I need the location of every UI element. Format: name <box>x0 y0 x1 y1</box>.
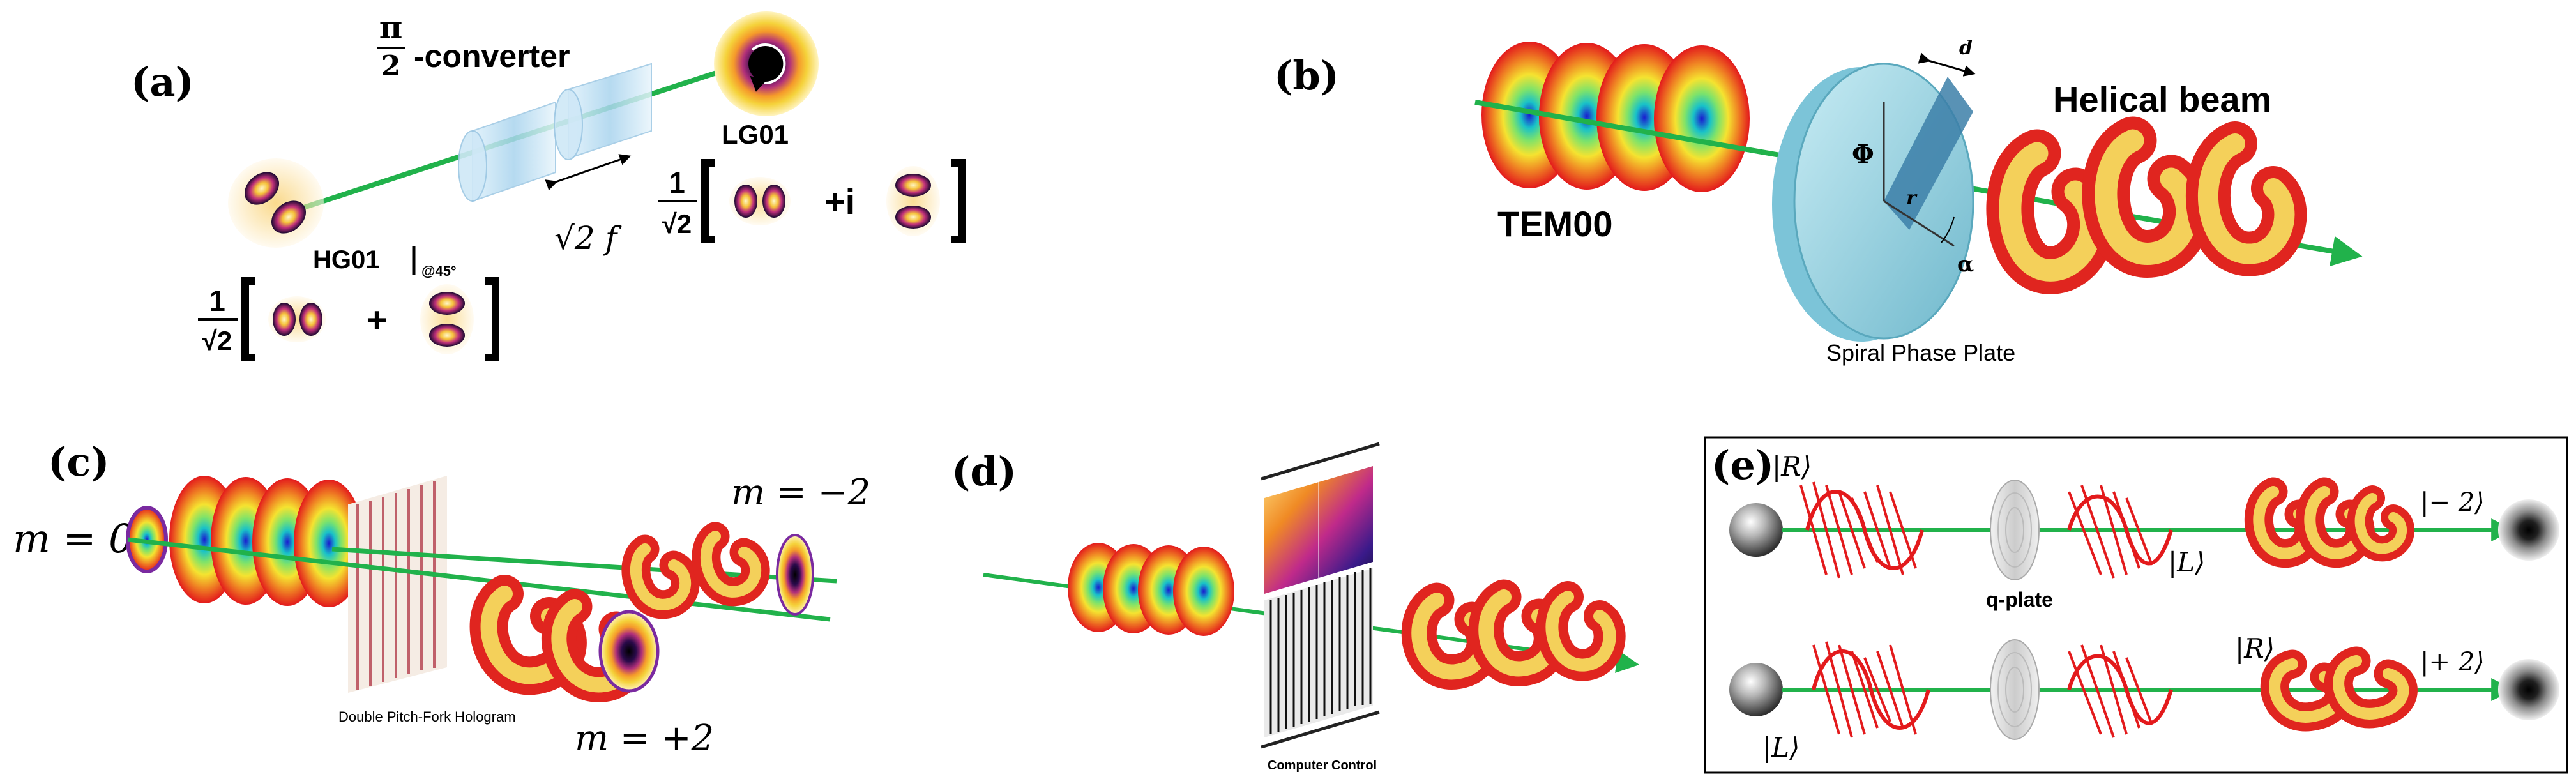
hologram-caption: Double Pitch-Fork Hologram <box>338 709 516 725</box>
panel-a: (a) π 2 -converter √2 f LG01 <box>131 8 966 361</box>
circular-polarization-l-bottom <box>1812 641 1930 738</box>
ket-L-bottom: |L⟩ <box>1762 732 1799 763</box>
circular-polarization-r-top <box>1799 481 1924 579</box>
pi-numerator: π <box>379 8 403 46</box>
plate-caption: Spiral Phase Plate <box>1826 340 2015 366</box>
q-plate-bottom <box>1990 639 2040 740</box>
panel-a-label: (a) <box>131 59 194 105</box>
tem00-label: TEM00 <box>1497 204 1613 244</box>
hg01-label: HG01 <box>313 246 380 274</box>
cylindrical-lens-2 <box>554 63 652 160</box>
lg01-label: LG01 <box>722 119 789 149</box>
output-mode-plus2 <box>598 610 660 693</box>
m-plus2-label: m = +2 <box>575 718 714 759</box>
helical-beam-b <box>1986 116 2307 294</box>
panel-e-label: (e) <box>1711 442 1774 488</box>
panel-c-label: (c) <box>48 439 109 485</box>
hg01-mode-profile <box>228 158 324 248</box>
alpha-label: α <box>1957 252 1974 277</box>
plus-sign: + <box>367 299 388 340</box>
tem00-beam-c <box>169 476 364 607</box>
spiral-phase-plate <box>1772 63 1974 342</box>
pi-denominator: 2 <box>381 50 401 82</box>
phi-label: Φ <box>1852 139 1874 169</box>
frac-sqrt2-2: √2 <box>662 209 692 239</box>
panel-e-frame <box>1704 436 2568 774</box>
output-donut-plus2 <box>2498 659 2559 720</box>
sqrt2-f-label: √2 f <box>554 220 622 257</box>
hg-superposition-equation: 1 √2 + <box>198 277 499 361</box>
helical-beam-e-bottom <box>2260 646 2418 732</box>
circular-polarization-l-mid <box>2067 485 2173 579</box>
m0-label: m = 0 <box>13 515 134 562</box>
plus-i-sign: +i <box>824 181 855 222</box>
input-gaussian-bottom <box>1729 663 1783 716</box>
lg-superposition-equation: 1 √2 +i <box>658 159 966 243</box>
control-caption: Computer Control <box>1268 759 1377 773</box>
helical-beam-d <box>1401 579 1626 690</box>
panel-d: (d) <box>951 442 1640 773</box>
beam-line-c-plus2 <box>127 537 831 622</box>
ket-R-top: |R⟩ <box>1772 451 1812 482</box>
converter-label: -converter <box>414 38 570 74</box>
ket-R-bottom: |R⟩ <box>2235 633 2275 664</box>
panel-b: (b) TEM00 d Φ r α Spiral Phase Plate <box>1274 37 2363 366</box>
frac-one-1: 1 <box>209 284 225 317</box>
thickness-arrow <box>1918 52 1976 77</box>
spatial-light-modulator <box>1261 442 1380 749</box>
hg01-subscript: @45° <box>421 263 457 279</box>
ket-plus2: |+ 2⟩ <box>2420 647 2485 677</box>
q-plate-top <box>1990 480 2040 580</box>
tem00-beam-d <box>1068 543 1234 636</box>
tem00-beam <box>1481 42 1750 192</box>
qplate-label: q-plate <box>1986 588 2053 611</box>
m-minus2-label: m = −2 <box>731 472 870 513</box>
frac-one-2: 1 <box>669 166 685 199</box>
ket-minus2: |− 2⟩ <box>2420 488 2485 517</box>
lg01-mode-profile <box>714 11 819 116</box>
panel-d-label: (d) <box>951 448 1017 495</box>
d-label: d <box>1959 37 1973 59</box>
helical-beam-label: Helical beam <box>2053 79 2271 119</box>
ket-L-mid: |L⟩ <box>2168 547 2205 578</box>
panel-c: (c) m = 0 Double Pitch-Fork Hologram <box>13 439 870 759</box>
output-mode-minus2 <box>776 534 814 616</box>
frac-sqrt2-1: √2 <box>202 326 232 356</box>
pitch-fork-hologram <box>348 476 447 693</box>
r-label: r <box>1906 187 1918 209</box>
panel-b-label: (b) <box>1274 52 1339 99</box>
input-gaussian-top <box>1729 503 1783 557</box>
output-donut-minus2 <box>2498 499 2559 561</box>
circular-polarization-r-bottom <box>2067 644 2173 738</box>
cylindrical-lens-1 <box>458 101 556 202</box>
helical-beam-e-top <box>2245 477 2414 568</box>
distance-arrow <box>545 154 632 191</box>
panel-e: (e) |R⟩ |L⟩ |− 2⟩ q-pla <box>1704 436 2568 774</box>
